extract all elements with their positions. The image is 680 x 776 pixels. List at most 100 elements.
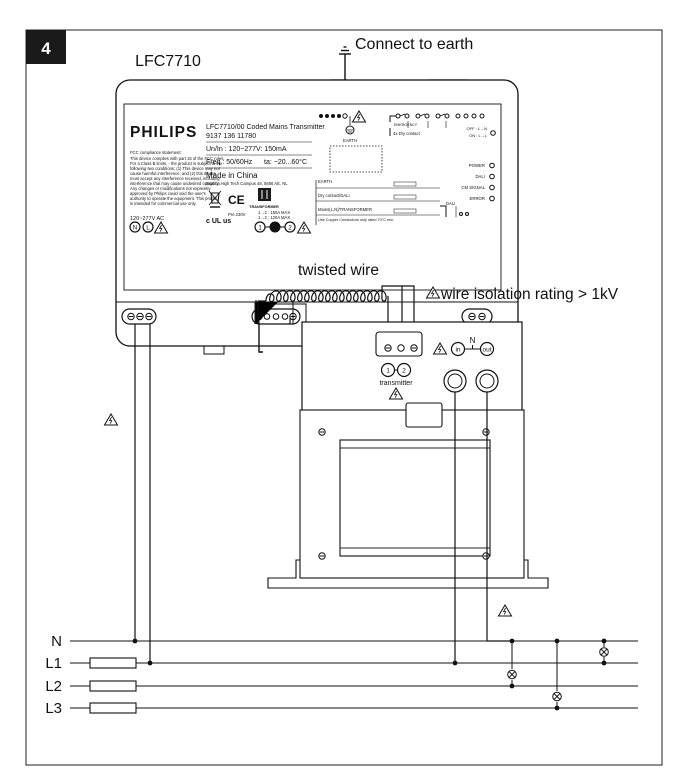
device-label: LFC7710 xyxy=(135,53,201,70)
svg-text:cause harmful interference, an: cause harmful interference, and (2) this… xyxy=(130,171,217,176)
bus-label-l1: L1 xyxy=(45,655,62,672)
led-dali: DALI xyxy=(475,173,495,180)
led-power: POWER xyxy=(469,162,495,169)
twisted-wire-label: twisted wire xyxy=(298,262,379,279)
fuse-icon xyxy=(89,680,137,692)
ground-icon xyxy=(339,46,351,80)
brand-logo: PHILIPS xyxy=(130,124,197,141)
bus-label-n: N xyxy=(51,633,62,650)
bus-label-l3: L3 xyxy=(45,700,62,717)
svg-text:Dry contact/DALI: Dry contact/DALI xyxy=(318,193,350,198)
in-out-terminals: in out N xyxy=(450,336,495,357)
svg-text:Use Copper Conductors only rat: Use Copper Conductors only rated 70°C mi… xyxy=(318,218,393,222)
cable-gland-in xyxy=(443,369,467,393)
step-badge: 4 xyxy=(26,30,66,64)
svg-text:2: 2 xyxy=(402,368,406,375)
svg-text:ERROR: ERROR xyxy=(469,196,485,201)
junction-dot xyxy=(452,660,458,666)
lamp-icon xyxy=(552,691,562,702)
led-cm-signal: CM SIGNAL xyxy=(461,184,495,191)
svg-text:CM SIGNAL: CM SIGNAL xyxy=(461,185,485,190)
dry-contact-label: 4x Dry contact xyxy=(393,131,421,136)
svg-text:must accept any interference r: must accept any interference received, i… xyxy=(130,176,220,181)
terminal-n-label: N xyxy=(129,221,141,233)
origin-sub: Signify, High Tech Campus 48, 5656 AE, N… xyxy=(206,181,288,186)
cable-gland-out xyxy=(475,369,499,393)
transformer-window xyxy=(405,402,443,428)
fcc-statement: FCC compliance statement: This device co… xyxy=(130,150,225,206)
status-on-label: ON : L→L xyxy=(469,133,488,138)
wire-isolation-label: wire isolation rating > 1kV xyxy=(440,286,619,303)
mount-screw xyxy=(482,428,490,436)
connect-to-earth-label: Connect to earth xyxy=(355,36,473,53)
transmitter-caption: transmitter xyxy=(379,380,413,387)
svg-text:interference that may cause un: interference that may cause undesired op… xyxy=(130,181,221,186)
power-input-label: 120~277V AC xyxy=(130,216,164,222)
ce-mark: CE xyxy=(228,193,245,207)
lamp-branch-1 xyxy=(507,638,517,689)
lamp-branch-3 xyxy=(599,638,609,666)
mains-terminal-block xyxy=(121,308,157,325)
svg-text:4: 4 xyxy=(41,39,51,58)
transmitter-terminal-block xyxy=(375,331,423,357)
model-line: LFC7710/00 Coded Mains Transmitter xyxy=(206,124,325,131)
recycle-bin-icon xyxy=(208,190,222,208)
ta-line: ta: −20...60°C xyxy=(264,158,307,166)
mains-bus xyxy=(70,640,638,709)
junction-dot xyxy=(132,638,138,644)
svg-text:approved by Philips could void: approved by Philips could void the user'… xyxy=(130,191,206,196)
svg-text:1→2 : 150A MAX: 1→2 : 150A MAX xyxy=(258,210,290,215)
dali-label: DALI xyxy=(446,201,455,206)
svg-text:authority to operate the equip: authority to operate the equipment. This… xyxy=(130,196,220,201)
rating-line: Un/In : 120~277V: 150mA xyxy=(206,146,287,153)
svg-text:out: out xyxy=(482,347,491,354)
svg-text:This device complies with part: This device complies with part 15 of the… xyxy=(130,156,225,161)
wiring-info: EARTH Dry contact/DALI Mains(L,N)/TRANSF… xyxy=(315,179,447,225)
page-border xyxy=(25,29,663,766)
svg-text:N: N xyxy=(470,336,476,345)
svg-text:FCC compliance statement:: FCC compliance statement: xyxy=(130,150,182,155)
lamp-branch-2 xyxy=(552,638,562,711)
device-foot xyxy=(203,346,225,355)
pre-label: Pre 230V xyxy=(228,212,246,217)
svg-text:1→2 : 120A MAX: 1→2 : 120A MAX xyxy=(258,215,290,220)
dali-polarity-icon xyxy=(455,206,469,217)
svg-text:1: 1 xyxy=(258,225,262,232)
earth-symbol-icon xyxy=(345,116,355,135)
origin-line: Made in China xyxy=(206,171,258,180)
freq-line: Freq : 50/60Hz xyxy=(206,159,253,166)
svg-text:Mains(L,N)/TRANSFORMER: Mains(L,N)/TRANSFORMER xyxy=(318,207,372,212)
transformer-core xyxy=(339,439,491,557)
warning-triangle-icon xyxy=(498,604,512,617)
bus-label-l2: L2 xyxy=(45,678,62,695)
lamp-icon xyxy=(599,647,609,657)
fuse-icon xyxy=(89,702,137,714)
svg-text:L: L xyxy=(146,225,150,232)
ul-mark: c UL us xyxy=(206,218,231,225)
svg-text:TRANSFORMER: TRANSFORMER xyxy=(249,205,279,209)
led-error: ERROR xyxy=(469,195,495,202)
part-number: 9137 136 11780 xyxy=(206,133,256,140)
junction-dot xyxy=(147,660,153,666)
svg-text:in: in xyxy=(455,347,460,354)
mount-screw xyxy=(318,428,326,436)
svg-text:N: N xyxy=(133,225,138,232)
svg-text:is intended for commercial use: is intended for commercial use only. xyxy=(130,201,197,206)
fuse-icon xyxy=(89,657,137,669)
svg-text:POWER: POWER xyxy=(469,163,485,168)
emergency-label: EMERGENCY xyxy=(394,123,418,127)
transformer-terminals-label: 1 2 xyxy=(254,221,296,233)
device-label-panel xyxy=(123,103,502,291)
transmitter-terminals: 1 2 transmitter xyxy=(379,362,413,387)
lamp-icon xyxy=(507,669,517,680)
svg-text:1: 1 xyxy=(386,368,390,375)
earth-label: EARTH xyxy=(343,138,357,143)
mount-screw xyxy=(318,552,326,560)
mount-screw xyxy=(482,552,490,560)
dry-contact-symbols xyxy=(389,113,485,136)
status-off-label: OFF : L→N xyxy=(467,126,488,131)
svg-text:following two conditions: (1): following two conditions: (1) This devic… xyxy=(130,166,221,171)
terminal-l-label: L xyxy=(142,221,154,233)
svg-text:2: 2 xyxy=(288,225,292,232)
